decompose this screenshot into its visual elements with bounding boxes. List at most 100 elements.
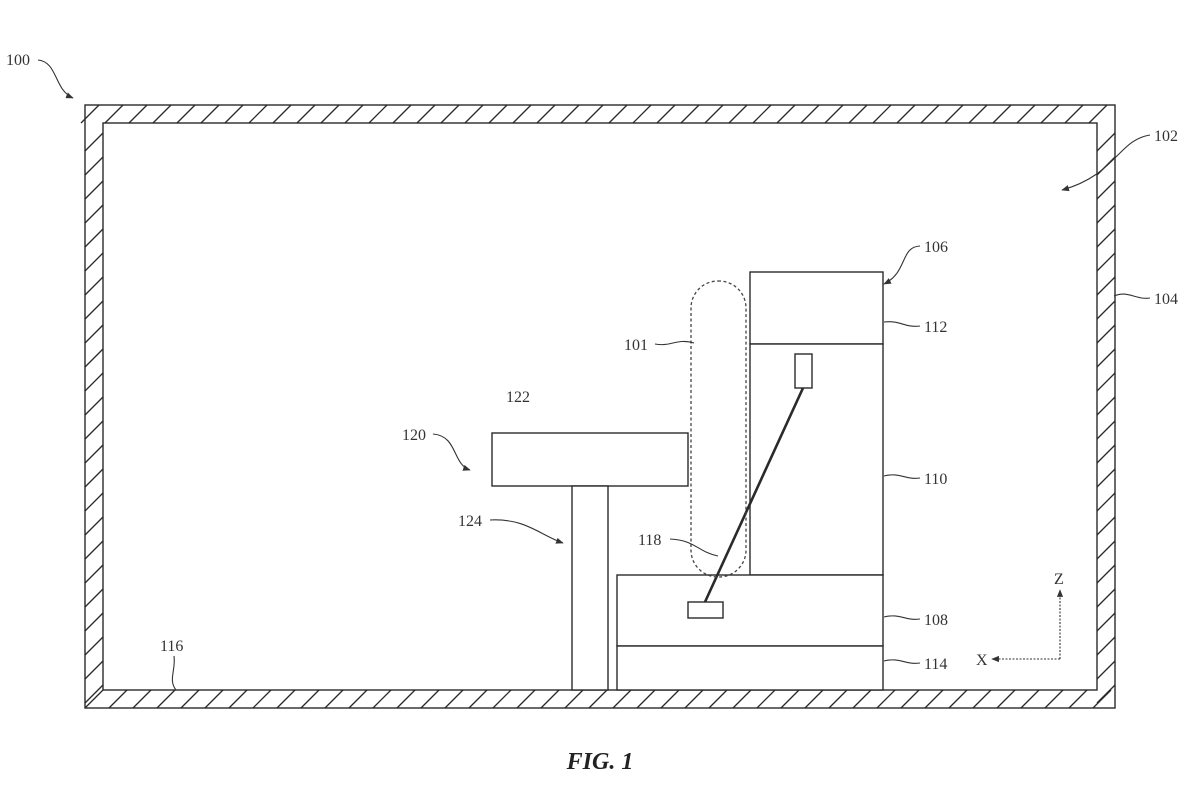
seat-assembly: [616, 271, 884, 691]
leader-124: [489, 519, 564, 544]
leader-112: [883, 321, 921, 327]
hatch-stroke: [752, 104, 772, 124]
label-108: 108: [924, 612, 948, 629]
hatch-stroke: [228, 689, 248, 709]
hatch-stroke: [272, 104, 292, 124]
hatch-stroke: [992, 104, 1012, 124]
hatch-stroke: [84, 348, 104, 368]
hatch-stroke: [372, 689, 392, 709]
hatch-stroke: [224, 104, 244, 124]
hatch-stroke: [1096, 396, 1116, 416]
table-assembly: [491, 432, 689, 691]
seat-back-110: [749, 343, 884, 576]
hatch-stroke: [1040, 104, 1060, 124]
hatch-stroke: [1096, 276, 1116, 296]
hatch-stroke: [540, 689, 560, 709]
hatch-stroke: [1096, 636, 1116, 656]
hatch-stroke: [84, 684, 104, 704]
hatch-stroke: [84, 180, 104, 200]
hatch-stroke: [1064, 104, 1084, 124]
hatch-stroke: [176, 104, 196, 124]
leader-108: [883, 615, 921, 620]
hatch-stroke: [84, 689, 104, 709]
hatch-stroke: [348, 689, 368, 709]
hatch-stroke: [1096, 132, 1116, 152]
label-122: 122: [506, 389, 530, 406]
hatch-stroke: [80, 104, 100, 124]
hatch-stroke: [252, 689, 272, 709]
hatch-stroke: [84, 228, 104, 248]
hatch-stroke: [968, 104, 988, 124]
hatch-stroke: [1096, 516, 1116, 536]
hatch-stroke: [560, 104, 580, 124]
hatch-stroke: [776, 104, 796, 124]
hatch-stroke: [800, 104, 820, 124]
hatch-stroke: [1096, 348, 1116, 368]
wall-outer-outline: [84, 104, 1116, 709]
hatch-stroke: [1044, 689, 1064, 709]
label-112: 112: [924, 319, 947, 336]
hatch-stroke: [488, 104, 508, 124]
hatch-stroke: [84, 396, 104, 416]
hatch-stroke: [608, 104, 628, 124]
occupant-outline-101: [690, 280, 747, 578]
hatch-stroke: [512, 104, 532, 124]
hatch-stroke: [564, 689, 584, 709]
hatch-stroke: [636, 689, 656, 709]
hatch-stroke: [660, 689, 680, 709]
hatch-stroke: [84, 468, 104, 488]
label-118: 118: [638, 532, 661, 549]
hatch-stroke: [1096, 420, 1116, 440]
hatch-stroke: [896, 104, 916, 124]
leader-100: [37, 59, 74, 99]
hatch-stroke: [84, 492, 104, 512]
leader-120: [432, 433, 471, 471]
hatch-stroke: [948, 689, 968, 709]
hatch-stroke: [804, 689, 824, 709]
leader-114: [883, 659, 921, 664]
hatch-stroke: [276, 689, 296, 709]
hatch-stroke: [416, 104, 436, 124]
hatch-stroke: [1020, 689, 1040, 709]
leader-102: [1061, 134, 1151, 192]
hatch-stroke: [1096, 540, 1116, 560]
hatch-stroke: [1096, 204, 1116, 224]
hatch-stroke: [84, 660, 104, 680]
label-116: 116: [160, 638, 183, 655]
enclosure-wall: [80, 104, 1116, 709]
hatch-stroke: [468, 689, 488, 709]
hatch-stroke: [84, 612, 104, 632]
wall-hatching: [80, 104, 1116, 709]
leader-lines: [37, 59, 1151, 691]
label-102: 102: [1154, 128, 1178, 145]
seat-headrest-112: [749, 271, 884, 345]
hatch-stroke: [876, 689, 896, 709]
hatch-stroke: [944, 104, 964, 124]
hatch-stroke: [84, 252, 104, 272]
seat-base-108: [616, 574, 884, 647]
hatch-stroke: [200, 104, 220, 124]
hatch-stroke: [584, 104, 604, 124]
hatch-stroke: [680, 104, 700, 124]
hatch-stroke: [588, 689, 608, 709]
hatch-stroke: [852, 689, 872, 709]
hatch-stroke: [444, 689, 464, 709]
hatch-stroke: [84, 636, 104, 656]
axis-z-label: Z: [1054, 571, 1064, 588]
leader-110: [883, 474, 921, 479]
hatch-stroke: [1096, 564, 1116, 584]
hatch-stroke: [828, 689, 848, 709]
hatch-stroke: [420, 689, 440, 709]
hatch-stroke: [180, 689, 200, 709]
hatch-stroke: [84, 156, 104, 176]
hatch-stroke: [296, 104, 316, 124]
label-114: 114: [924, 656, 947, 673]
hatch-stroke: [440, 104, 460, 124]
hatch-stroke: [824, 104, 844, 124]
hatch-stroke: [1068, 689, 1088, 709]
leader-118: [669, 538, 719, 557]
label-106: 106: [924, 239, 948, 256]
hatch-stroke: [1096, 588, 1116, 608]
hatch-stroke: [1096, 372, 1116, 392]
